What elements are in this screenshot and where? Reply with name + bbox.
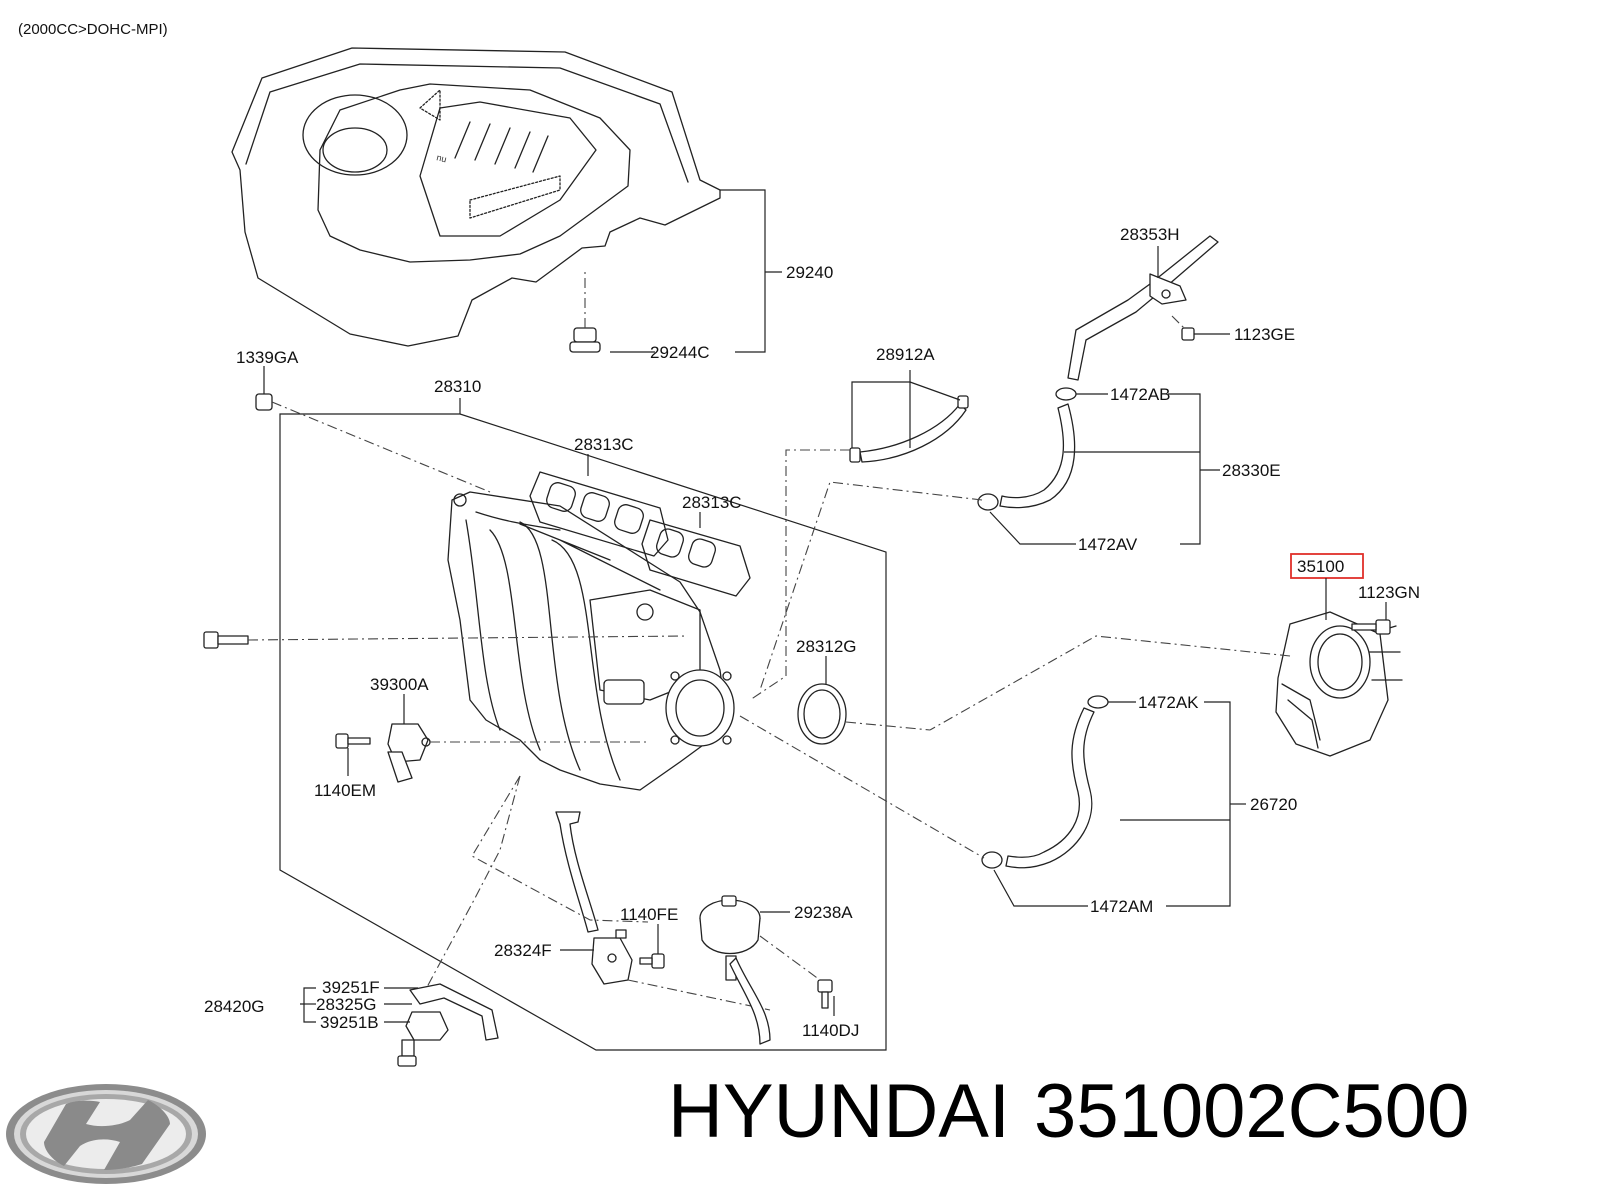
hyundai-logo-icon: [6, 1084, 206, 1184]
callout-1472AV: 1472AV: [1078, 535, 1138, 554]
highlight-box-35100: [1290, 553, 1364, 579]
callout-28313C-a: 28313C: [574, 435, 634, 454]
callout-39251B: 39251B: [320, 1013, 379, 1032]
gasket-28313C-b: [641, 519, 751, 597]
callout-29240: 29240: [786, 263, 833, 282]
bolt-1140FE: [639, 953, 665, 969]
bolt-1123GE: [1171, 315, 1195, 341]
callout-28325G: 28325G: [316, 995, 377, 1014]
callout-29244C: 29244C: [650, 343, 710, 362]
callout-28310: 28310: [434, 377, 481, 396]
valve-28324F: [591, 929, 633, 985]
callout-28330E: 28330E: [1222, 461, 1281, 480]
gasket-28313C-a: [529, 471, 669, 557]
gasket-28312G: [797, 683, 847, 745]
callout-35100: 35100: [1297, 557, 1344, 576]
bolt-1140EM: [335, 733, 371, 749]
part-number: 351002C500: [1034, 1069, 1470, 1154]
throttle-body-35100: [1275, 611, 1403, 757]
bolt-1123GN: [1351, 619, 1391, 635]
intake-manifold-part: [447, 491, 735, 791]
callout-28312G: 28312G: [796, 637, 857, 656]
hose-28912A: [849, 395, 969, 463]
bolt-1339GA: [255, 366, 273, 411]
actuator-29238A: [699, 895, 771, 1045]
hose-26720: [981, 695, 1109, 869]
callout-26720: 26720: [1250, 795, 1297, 814]
brand-name: HYUNDAI: [668, 1069, 1011, 1154]
callout-1472AM: 1472AM: [1090, 897, 1153, 916]
callout-28313C-b: 28313C: [682, 493, 742, 512]
mounting-bolt: [203, 631, 689, 649]
sensor-39300A: [387, 723, 431, 783]
callout-1339GA: 1339GA: [236, 348, 299, 367]
callout-29238A: 29238A: [794, 903, 853, 922]
bracket-29240: [720, 189, 766, 353]
callout-1123GN: 1123GN: [1358, 583, 1420, 602]
grommet-part: [569, 268, 601, 353]
brand-part-number: HYUNDAI 351002C500: [668, 1068, 1588, 1188]
callout-1140FE: 1140FE: [620, 905, 678, 924]
callout-28912A: 28912A: [876, 345, 935, 364]
hose-28330E: [977, 387, 1077, 511]
engine-spec-label: (2000CC>DOHC-MPI): [18, 21, 168, 38]
vacuum-hose: [555, 811, 599, 933]
bracket-28420G: [397, 983, 499, 1067]
callout-1140EM: 1140EM: [314, 781, 376, 800]
callout-1140DJ: 1140DJ: [802, 1021, 859, 1040]
pipe-28353H: [1067, 235, 1219, 381]
callout-28324F: 28324F: [494, 941, 552, 960]
callout-28420G: 28420G: [204, 997, 265, 1016]
bolt-1140DJ: [817, 979, 833, 1009]
callout-1123GE: 1123GE: [1234, 325, 1295, 344]
callout-39251F: 39251F: [322, 978, 380, 997]
engine-cover-part: nu: [231, 47, 721, 347]
callout-28353H: 28353H: [1120, 225, 1180, 244]
svg-text:nu: nu: [436, 152, 448, 164]
callout-1472AK: 1472AK: [1138, 693, 1199, 712]
callout-39300A: 39300A: [370, 675, 429, 694]
callout-1472AB: 1472AB: [1110, 385, 1171, 404]
